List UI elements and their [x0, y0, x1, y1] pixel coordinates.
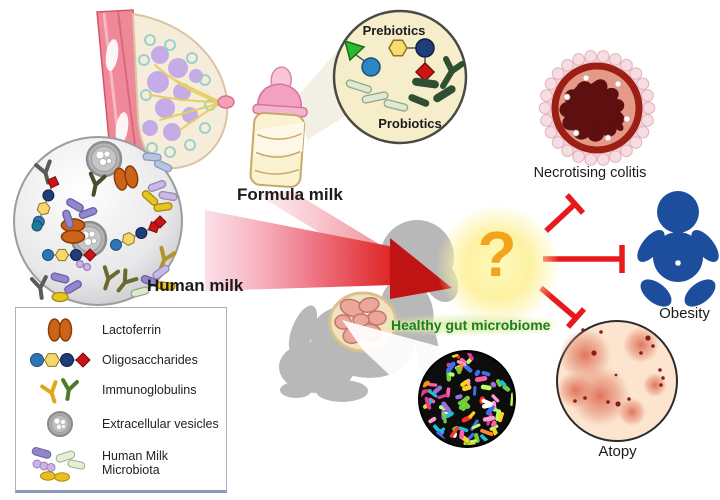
legend-item-immunoglobulins: Immunoglobulins — [22, 375, 220, 405]
gut-microbiome-circle — [418, 350, 516, 448]
obesity-baby-icon — [637, 191, 719, 307]
breast-anatomy-illustration — [96, 9, 235, 173]
formula-milk-label: Formula milk — [237, 185, 343, 204]
extracellular-vesicles-icon — [22, 409, 98, 439]
formula-bottle — [249, 66, 308, 188]
human-milk-components-circle — [13, 136, 183, 306]
question-glow — [437, 205, 559, 327]
legend-item-extracellular-vesicles: Extracellular vesicles — [22, 409, 220, 439]
milk-to-infant-arrow — [205, 191, 452, 299]
human-milk-label: Human milk — [147, 276, 244, 295]
oligosaccharides-icon — [22, 349, 98, 371]
unknown-effect-question-mark: ? — [477, 218, 517, 290]
milk-components-legend: Lactoferrin Oligosaccharides Immunoglobu… — [15, 307, 227, 493]
healthy-gut-microbiome-label: Healthy gut microbiome — [383, 314, 559, 336]
necrotising-colitis-label: Necrotising colitis — [533, 165, 647, 181]
legend-label: Human Milk Microbiota — [102, 448, 168, 477]
legend-label: Extracellular vesicles — [102, 417, 219, 432]
probiotics-label: Probiotics — [378, 116, 442, 131]
legend-label: Immunoglobulins — [102, 382, 197, 397]
legend-item-human-milk-microbiota: Human Milk Microbiota — [22, 444, 220, 482]
legend-item-lactoferrin: Lactoferrin — [22, 316, 220, 344]
legend-label: Lactoferrin — [102, 323, 162, 338]
obesity-label: Obesity — [659, 305, 710, 322]
legend-item-oligosaccharides: Oligosaccharides — [22, 349, 220, 371]
prebiotics-label: Prebiotics — [362, 23, 426, 38]
atopy-label: Atopy — [598, 443, 637, 460]
legend-label: Oligosaccharides — [102, 352, 198, 367]
human-milk-microbiota-icon — [22, 444, 98, 482]
lactoferrin-icon — [22, 316, 98, 344]
immunoglobulins-icon — [22, 375, 98, 405]
necrotising-colitis-illustration — [538, 50, 656, 166]
atopy-skin-illustration — [556, 320, 678, 442]
prebiotics-probiotics-circle — [332, 9, 468, 145]
inhibit-line-necrotising-colitis — [544, 201, 577, 234]
